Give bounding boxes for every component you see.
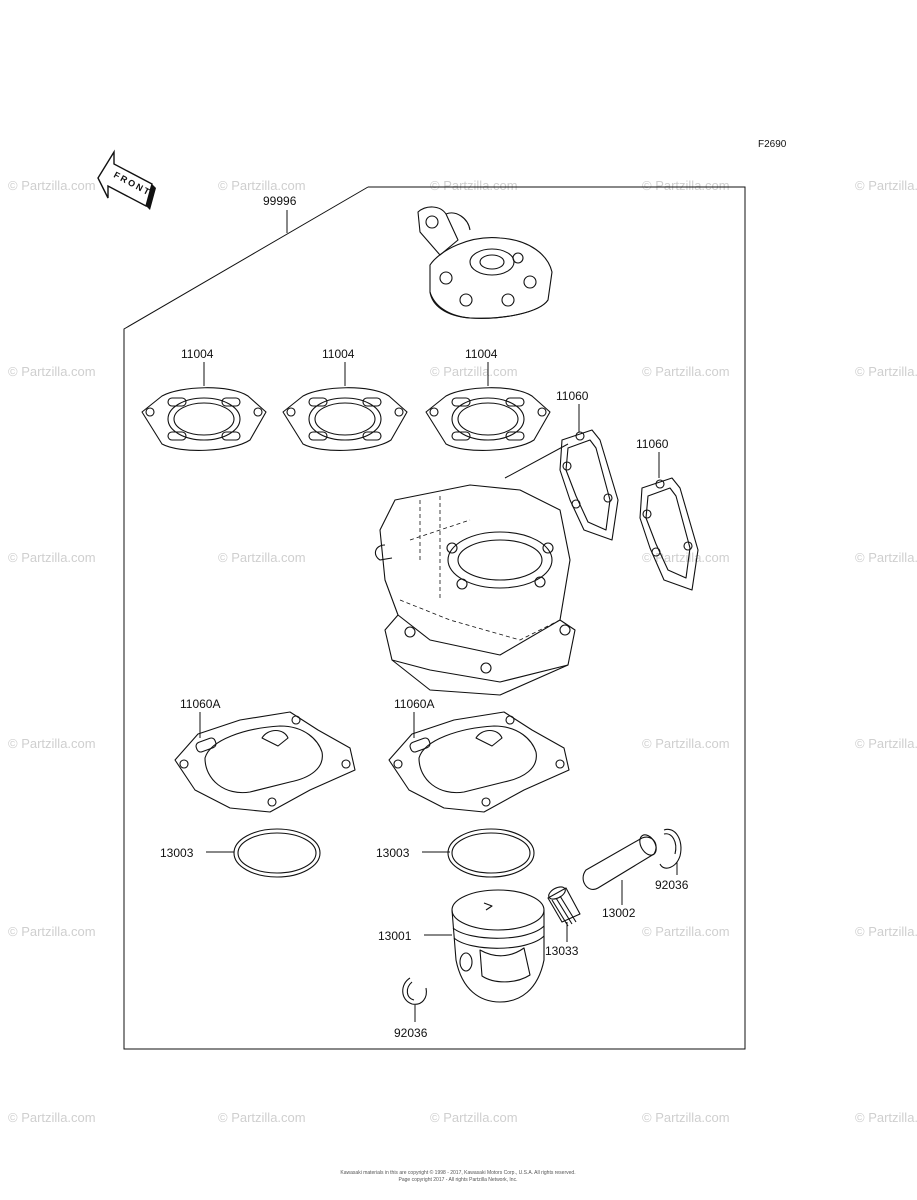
- watermark: © Partzilla.com: [430, 178, 518, 193]
- watermark: © Partzilla.com: [218, 1110, 306, 1125]
- watermark: © Partzilla.com: [8, 550, 96, 565]
- watermark: © Partzilla.com: [855, 550, 917, 565]
- callout-11004: 11004: [322, 347, 355, 361]
- head-gasket: [425, 387, 551, 451]
- callout-13033: 13033: [545, 944, 579, 958]
- watermark: © Partzilla.com: [855, 364, 917, 379]
- head-gasket: [282, 387, 408, 451]
- watermark: © Partzilla.com: [855, 924, 917, 939]
- watermark-layer: © Partzilla.com © Partzilla.com © Partzi…: [8, 178, 917, 1125]
- watermark: © Partzilla.com: [8, 364, 96, 379]
- watermark: © Partzilla.com: [430, 364, 518, 379]
- watermark: © Partzilla.com: [218, 550, 306, 565]
- watermark: © Partzilla.com: [642, 550, 730, 565]
- callout-11060: 11060: [556, 389, 589, 403]
- piston: [451, 889, 545, 1003]
- cylinder: [374, 484, 576, 696]
- snap-ring: [406, 981, 415, 1001]
- base-gasket: [388, 711, 570, 813]
- callout-13003: 13003: [160, 846, 194, 860]
- callout-11004: 11004: [465, 347, 498, 361]
- figure-code: F2690: [758, 139, 787, 150]
- callout-13001: 13001: [378, 929, 412, 943]
- piston-pin: [582, 834, 657, 890]
- piston-ring: [447, 828, 535, 878]
- piston-ring: [233, 828, 321, 878]
- watermark: © Partzilla.com: [855, 1110, 917, 1125]
- base-gasket: [174, 711, 356, 813]
- watermark: © Partzilla.com: [642, 1110, 730, 1125]
- watermark: © Partzilla.com: [8, 924, 96, 939]
- copyright-line: Kawasaki materials in this are copyright…: [340, 1169, 575, 1176]
- watermark: © Partzilla.com: [642, 924, 730, 939]
- exhaust-gasket: [559, 429, 619, 541]
- head-gasket: [141, 387, 267, 451]
- watermark: © Partzilla.com: [430, 1110, 518, 1125]
- watermark: © Partzilla.com: [642, 364, 730, 379]
- watermark: © Partzilla.com: [218, 178, 306, 193]
- kit-frame: [123, 186, 746, 1050]
- watermark: © Partzilla.com: [642, 736, 730, 751]
- callout-13003: 13003: [376, 846, 410, 860]
- watermark: © Partzilla.com: [642, 178, 730, 193]
- leader: [504, 443, 569, 479]
- callout-99996: 99996: [263, 194, 297, 208]
- callout-11004: 11004: [181, 347, 214, 361]
- front-arrow-icon: FRONT: [97, 149, 156, 210]
- snap-ring: [663, 833, 677, 855]
- callout-11060A: 11060A: [394, 697, 434, 711]
- watermark: © Partzilla.com: [8, 736, 96, 751]
- copyright-line: Page copyright 2017 - All rights Partzil…: [399, 1177, 518, 1183]
- cylinder-head: [417, 206, 553, 319]
- callout-92036: 92036: [655, 878, 689, 892]
- exhaust-gasket: [639, 477, 699, 591]
- callout-11060A: 11060A: [180, 697, 220, 711]
- needle-bearing: [547, 886, 581, 927]
- snap-ring: [659, 828, 682, 869]
- callout-11060: 11060: [636, 437, 669, 451]
- callout-13002: 13002: [602, 906, 636, 920]
- watermark: © Partzilla.com: [855, 736, 917, 751]
- snap-ring: [402, 977, 427, 1005]
- watermark: © Partzilla.com: [855, 178, 917, 193]
- watermark: © Partzilla.com: [8, 178, 96, 193]
- callout-92036: 92036: [394, 1026, 428, 1040]
- watermark: © Partzilla.com: [8, 1110, 96, 1125]
